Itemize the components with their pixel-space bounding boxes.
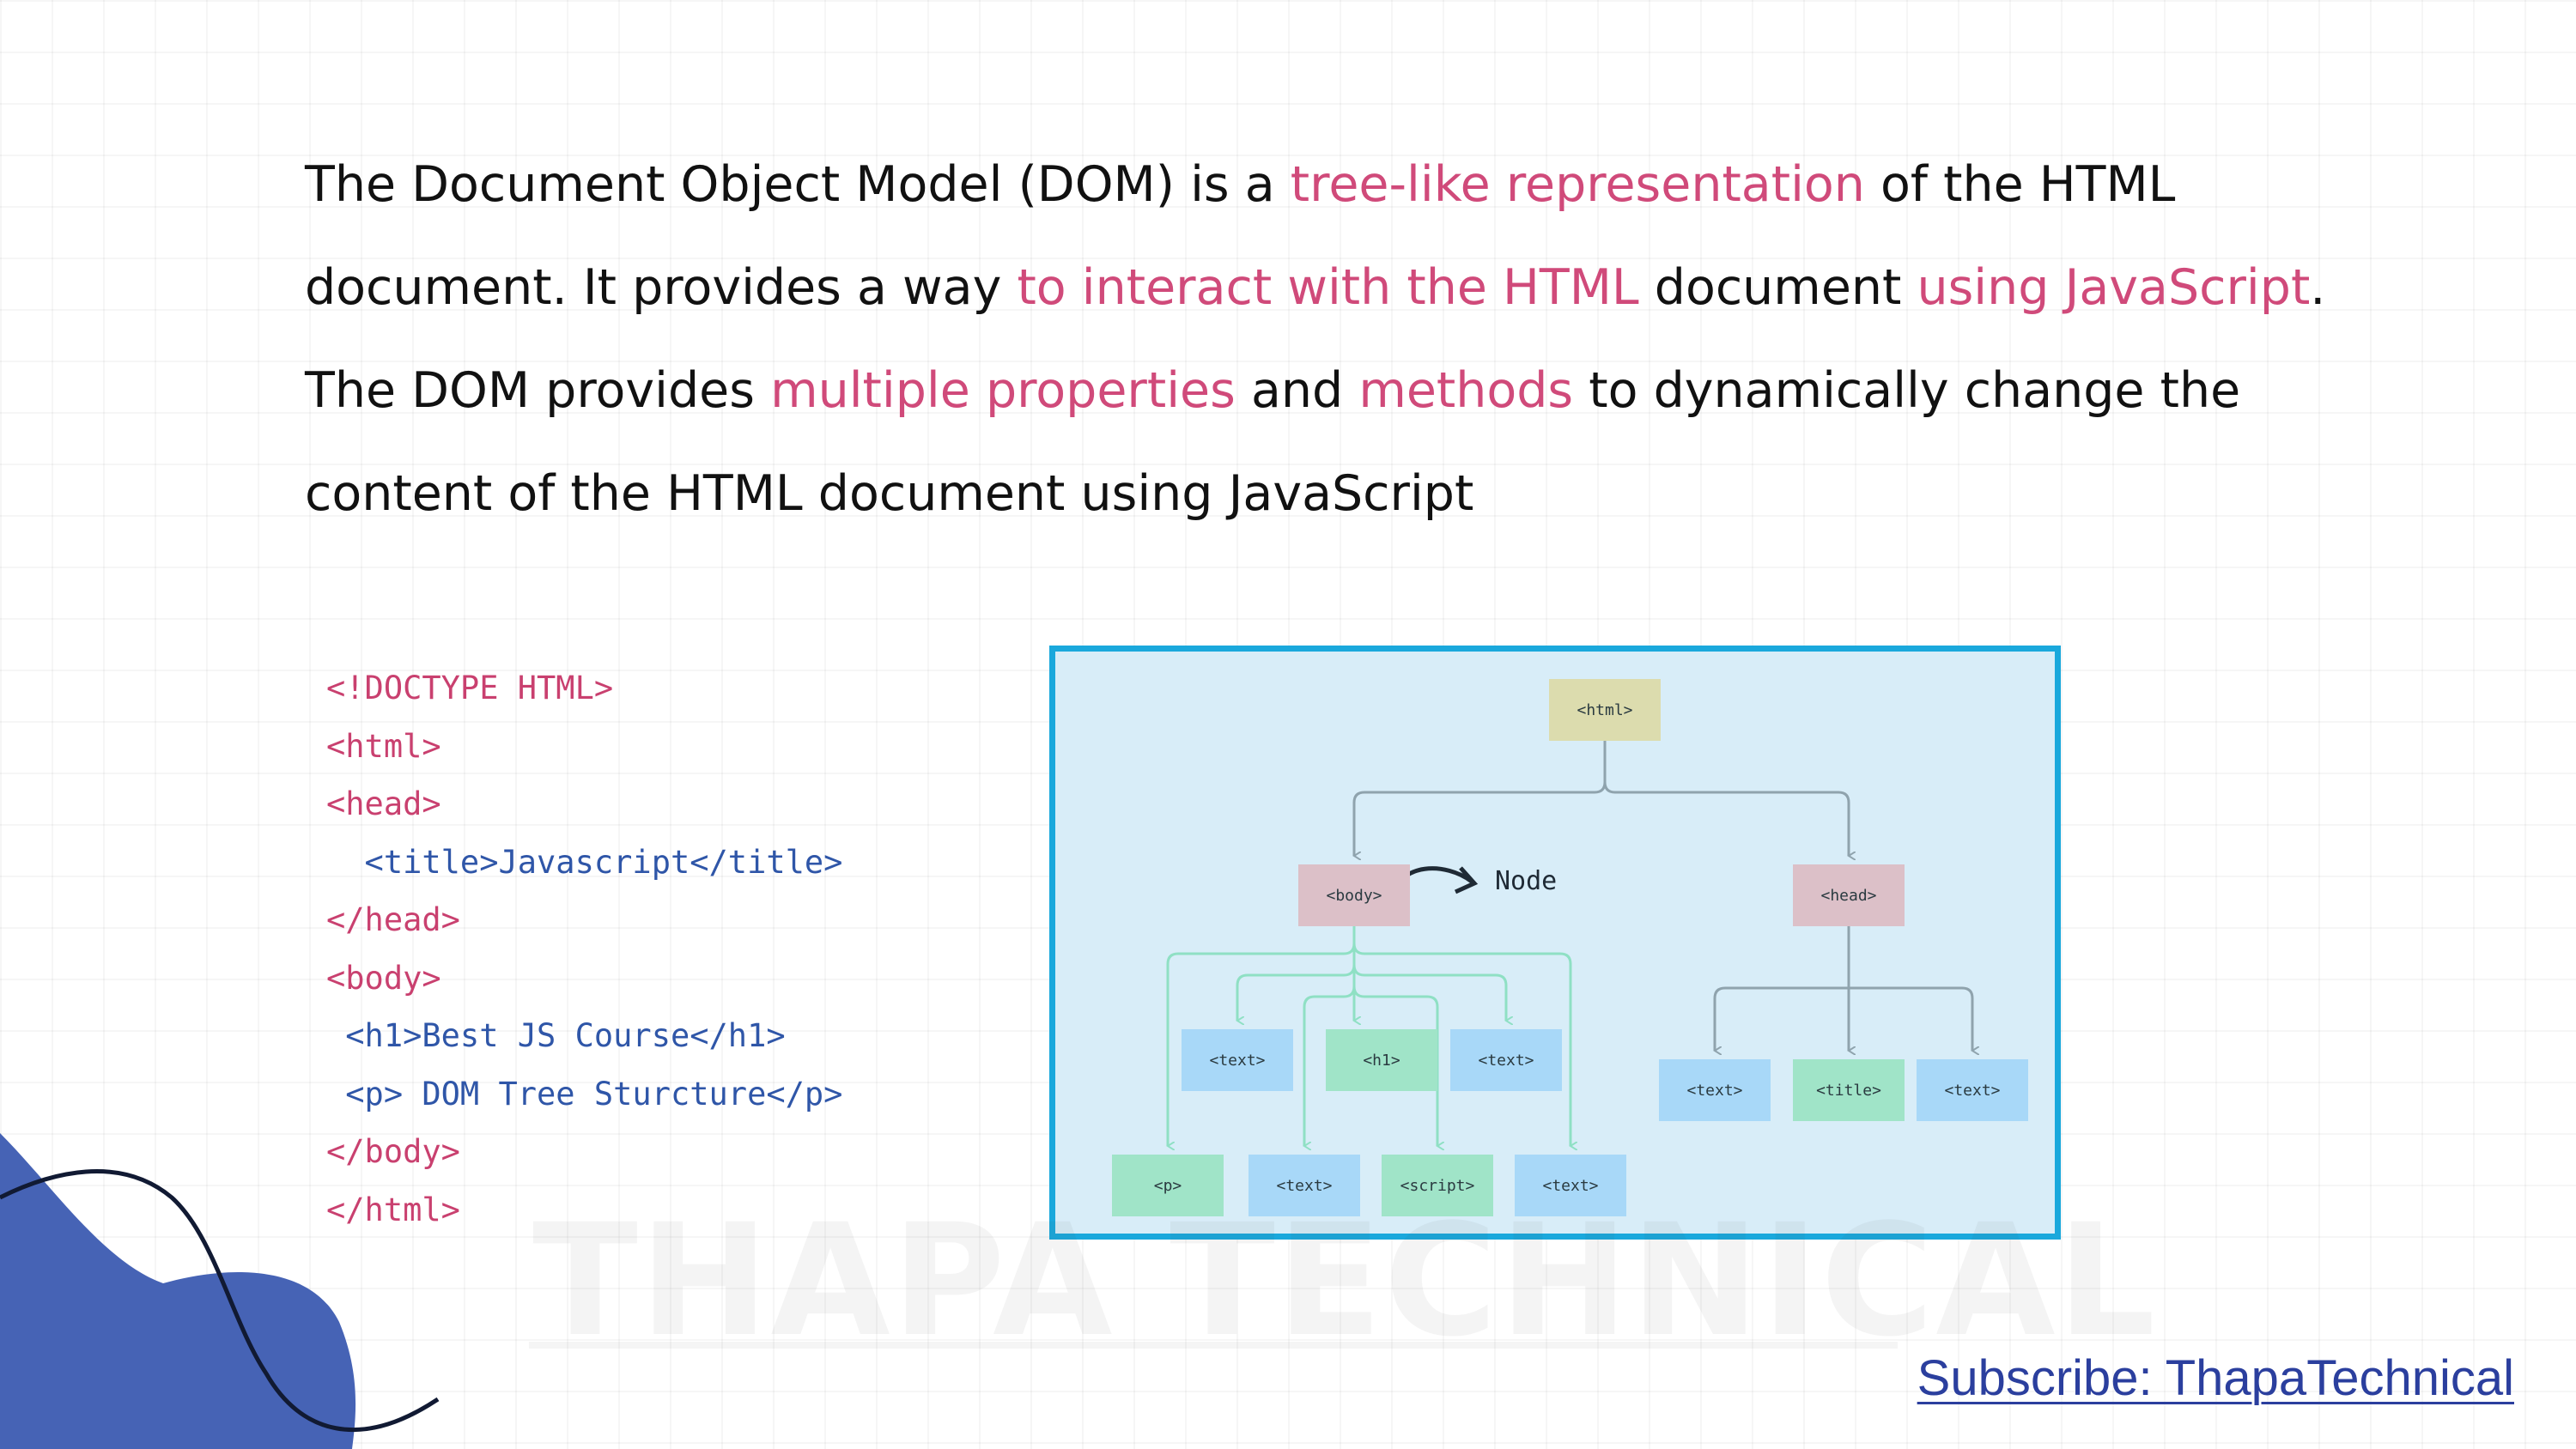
code-line: </html> [326,1191,460,1228]
tree-node-body-p: <p> [1112,1155,1224,1216]
svg-text:<text>: <text> [1686,1082,1742,1100]
intro-paragraph: The Document Object Model (DOM) is a tre… [305,133,2348,545]
blob-shape [0,1133,356,1449]
code-line: <p> DOM Tree Sturcture</p> [326,1075,843,1113]
tree-node-body-text-1: <text> [1182,1029,1293,1091]
svg-text:<text>: <text> [1478,1052,1534,1070]
tree-node-body-text-4: <text> [1515,1155,1626,1216]
watermark-underline [529,1342,1898,1349]
intro-text: of the HTML document. It provides a way [305,156,2176,316]
code-line: <h1>Best JS Course</h1> [326,1017,786,1054]
intro-highlight: using JavaScript [1917,259,2311,316]
tree-node-head: <head> [1793,864,1905,926]
tree-node-head-title: <title> [1793,1059,1905,1121]
svg-text:<h1>: <h1> [1363,1052,1400,1070]
intro-text: . The DOM provides [305,259,2326,419]
code-line: <html> [326,727,441,765]
svg-text:<head>: <head> [1820,887,1876,905]
dom-tree-diagram: Node <html> <body> <head> <text> <h1> [1049,646,2061,1240]
code-line: <title>Javascript</title> [326,843,843,881]
code-line: </body> [326,1133,460,1170]
intro-highlight: multiple properties [770,362,1236,419]
svg-text:<html>: <html> [1577,701,1632,719]
intro-text: The Document Object Model (DOM) is a [305,156,1291,213]
tree-node-html: <html> [1549,679,1661,741]
intro-text: to dynamically change the content of the… [305,362,2241,522]
tree-node-body-text-2: <text> [1450,1029,1562,1091]
intro-highlight: methods [1358,362,1574,419]
subscribe-link[interactable]: Subscribe: ThapaTechnical [1917,1350,2514,1406]
tree-connectors-green [1168,926,1571,1146]
tree-node-body-text-3: <text> [1249,1155,1360,1216]
svg-text:<script>: <script> [1400,1177,1475,1195]
dom-tree-svg: Node <html> <body> <head> <text> <h1> [1112,679,2028,1216]
code-line: </head> [326,901,460,938]
tree-node-body-script: <script> [1382,1155,1493,1216]
intro-text: document [1638,259,1917,316]
watermark-text: THAPA TECHNICAL [532,1191,2158,1371]
svg-text:<text>: <text> [1542,1177,1598,1195]
code-line: <!DOCTYPE HTML> [326,670,614,706]
code-line: <body> [326,959,441,997]
node-pointer-arrowhead [1454,866,1479,894]
tree-node-head-text-1: <text> [1659,1059,1771,1121]
tree-connectors-gray [1354,741,1972,1051]
tree-node-head-text-2: <text> [1917,1059,2028,1121]
code-line: <head> [326,785,441,822]
svg-text:<text>: <text> [1944,1082,2000,1100]
intro-highlight: tree-like representation [1290,156,1865,213]
intro-text: and [1235,362,1359,419]
svg-text:<text>: <text> [1209,1052,1265,1070]
svg-text:<p>: <p> [1154,1177,1182,1195]
svg-text:<title>: <title> [1816,1082,1881,1100]
tree-node-body: <body> [1298,864,1410,926]
intro-highlight: to interact with the HTML [1017,259,1639,316]
svg-text:<body>: <body> [1326,887,1382,905]
node-annotation-label: Node [1495,866,1557,896]
svg-text:<text>: <text> [1276,1177,1332,1195]
html-code-snippet: <!DOCTYPE HTML> <html> <head> <title>Javas… [326,659,842,1239]
tree-node-body-h1: <h1> [1326,1029,1437,1091]
